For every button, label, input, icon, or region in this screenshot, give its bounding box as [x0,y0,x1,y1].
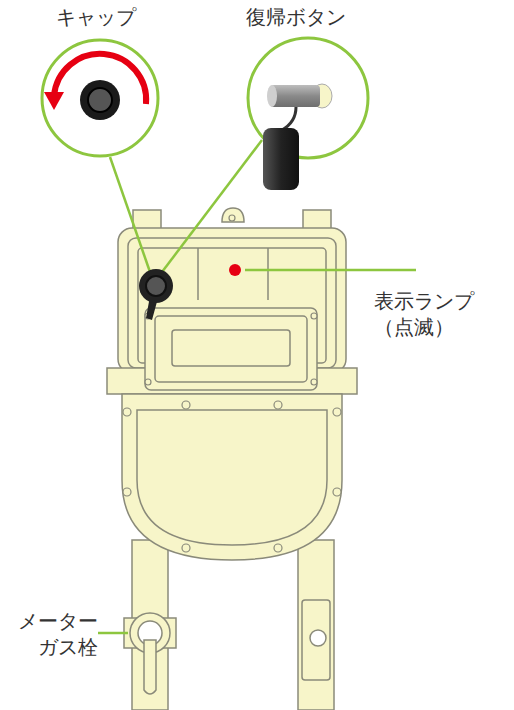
meter-knob [139,269,173,320]
return-button-callout [248,38,368,190]
screws [123,215,341,552]
button-leader [162,140,262,272]
cap-callout [42,40,158,156]
meter-gas-valve [124,613,176,694]
display-lamp [229,264,241,276]
valve-leader [98,632,128,635]
callout-label: キャップ [56,4,166,30]
lamp-leader [245,269,416,272]
callout-label: 復帰ボタン [246,4,376,30]
cap-leader [110,157,150,272]
callout-label: メーター ガス栓 [2,608,98,660]
pipe-port [310,630,326,646]
meter-body [107,208,357,710]
callout-label: 表示ランプ （点滅） [374,288,496,340]
